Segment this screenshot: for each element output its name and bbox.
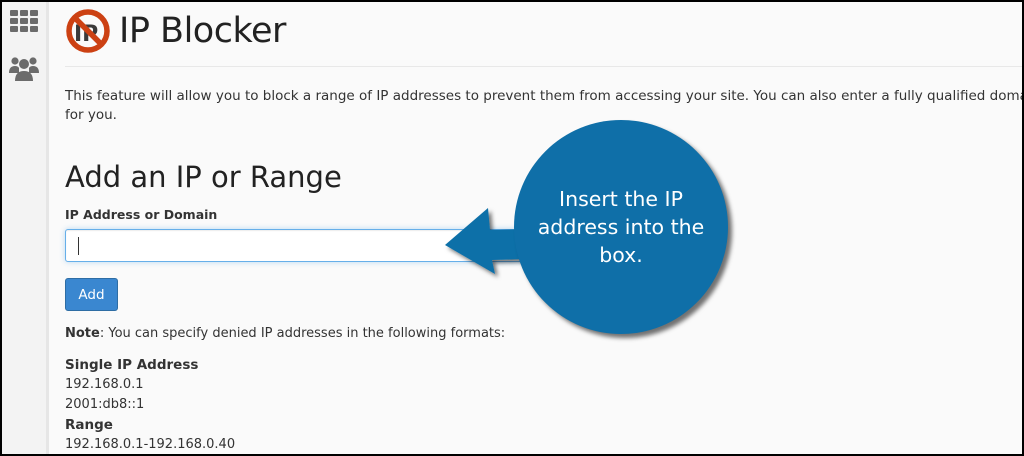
format-note: Note: You can specify denied IP addresse… — [65, 326, 505, 341]
header-divider — [65, 66, 1022, 67]
sidebar — [2, 2, 49, 454]
page-header: IP IP Blocker — [65, 6, 286, 56]
sidebar-item-home[interactable] — [9, 6, 39, 36]
ip-address-input[interactable] — [65, 229, 545, 262]
format-example: 192.168.0.1-192.168.0.40 — [65, 437, 236, 452]
section-title: Add an IP or Range — [65, 160, 342, 194]
format-example: 2001:db8::1 — [65, 397, 145, 412]
sidebar-item-users[interactable] — [9, 53, 39, 83]
grid-icon — [10, 10, 38, 32]
add-button[interactable]: Add — [65, 278, 118, 311]
ip-field-label: IP Address or Domain — [65, 207, 218, 222]
main-content: IP IP Blocker This feature will allow yo… — [52, 2, 1022, 454]
format-heading-range: Range — [65, 417, 113, 433]
ip-blocked-icon: IP — [66, 9, 110, 53]
page-title: IP Blocker — [119, 11, 286, 51]
description-line-2: for you. — [65, 107, 117, 123]
description-line-1: This feature will allow you to block a r… — [65, 88, 1022, 104]
format-examples: Single IP Address 192.168.0.1 2001:db8::… — [65, 355, 235, 454]
format-heading-single: Single IP Address — [65, 357, 199, 373]
feature-description: This feature will allow you to block a r… — [65, 87, 1022, 125]
users-icon — [9, 57, 39, 81]
note-text: : You can specify denied IP addresses in… — [99, 326, 506, 341]
format-example: 192.168.0.1 — [65, 377, 144, 392]
note-label: Note — [65, 326, 100, 341]
text-caret — [78, 237, 79, 255]
